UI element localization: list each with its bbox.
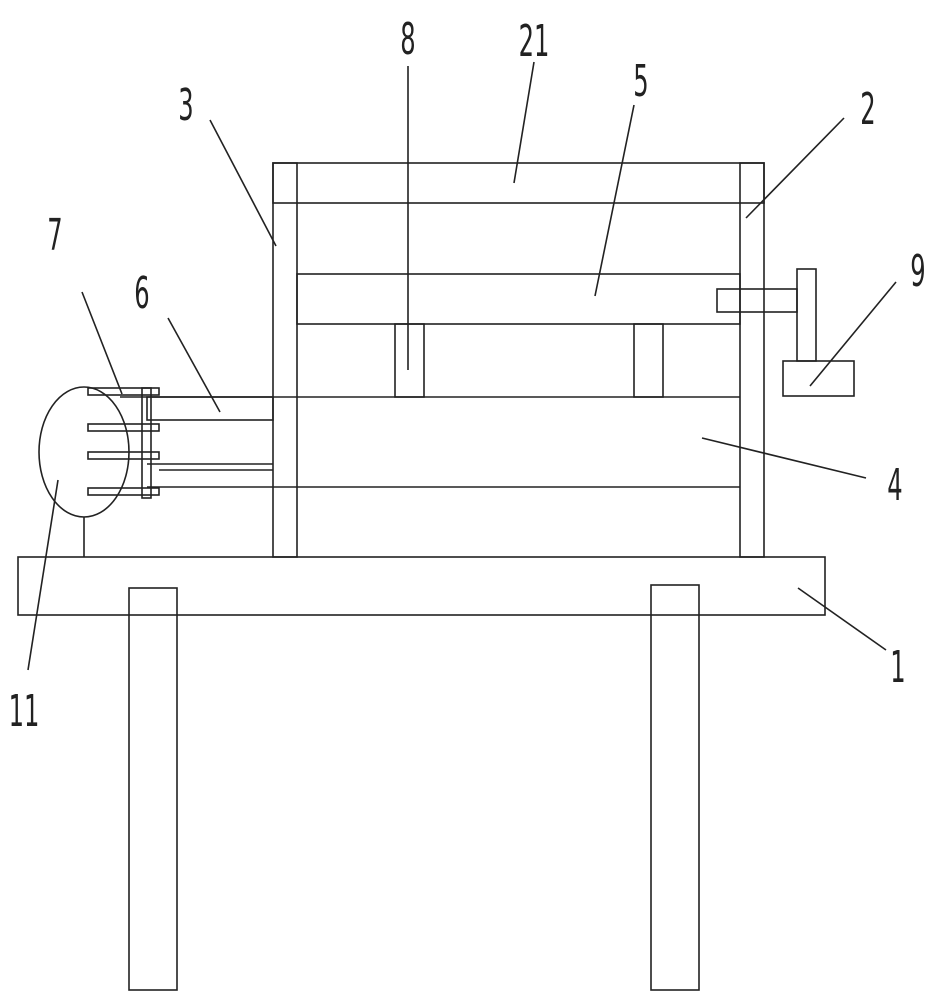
leader-lines [28,62,896,670]
side-handle [717,269,854,396]
handle-post [797,269,816,361]
leader-2 [746,118,844,218]
callout-8: 8 [400,14,415,65]
leader-6 [168,318,220,412]
leader-11 [28,480,58,670]
comb-tooth-4 [88,488,159,495]
callout-4: 4 [887,460,902,511]
comb-tooth-1 [88,388,159,395]
callout-6: 6 [134,268,149,319]
handle-arm [717,289,797,312]
callout-5: 5 [633,56,648,107]
pillar-left [395,324,424,397]
leader-4 [702,438,866,478]
left-leg [129,588,177,990]
rods [147,397,297,487]
leader-21 [514,62,534,183]
base-plate [18,557,825,615]
callout-9: 9 [910,246,925,297]
left-post [273,163,297,557]
callout-1: 1 [890,642,905,693]
leader-1 [798,588,886,650]
upper-plate [297,274,740,324]
leader-5 [595,105,634,296]
callout-2: 2 [860,84,875,135]
leader-9 [810,282,896,386]
leader-3 [210,120,276,246]
base-table [18,557,825,990]
right-leg [651,585,699,990]
callout-11: 11 [9,686,40,737]
detail-circle-group [39,387,129,557]
comb-tooth-2 [88,424,159,431]
callout-3: 3 [178,80,193,131]
comb-tooth-3 [88,452,159,459]
callout-7: 7 [47,210,62,261]
callout-labels: 1 2 3 4 5 6 7 8 9 11 21 [9,14,926,737]
rod-upper [147,397,273,420]
handle-base [783,361,854,396]
callout-21: 21 [519,16,550,67]
lower-block [120,397,740,487]
right-post [740,163,764,557]
support-pillars [395,324,663,397]
frame [273,163,764,557]
leader-7 [82,292,122,394]
top-beam [273,163,764,203]
pillar-right [634,324,663,397]
